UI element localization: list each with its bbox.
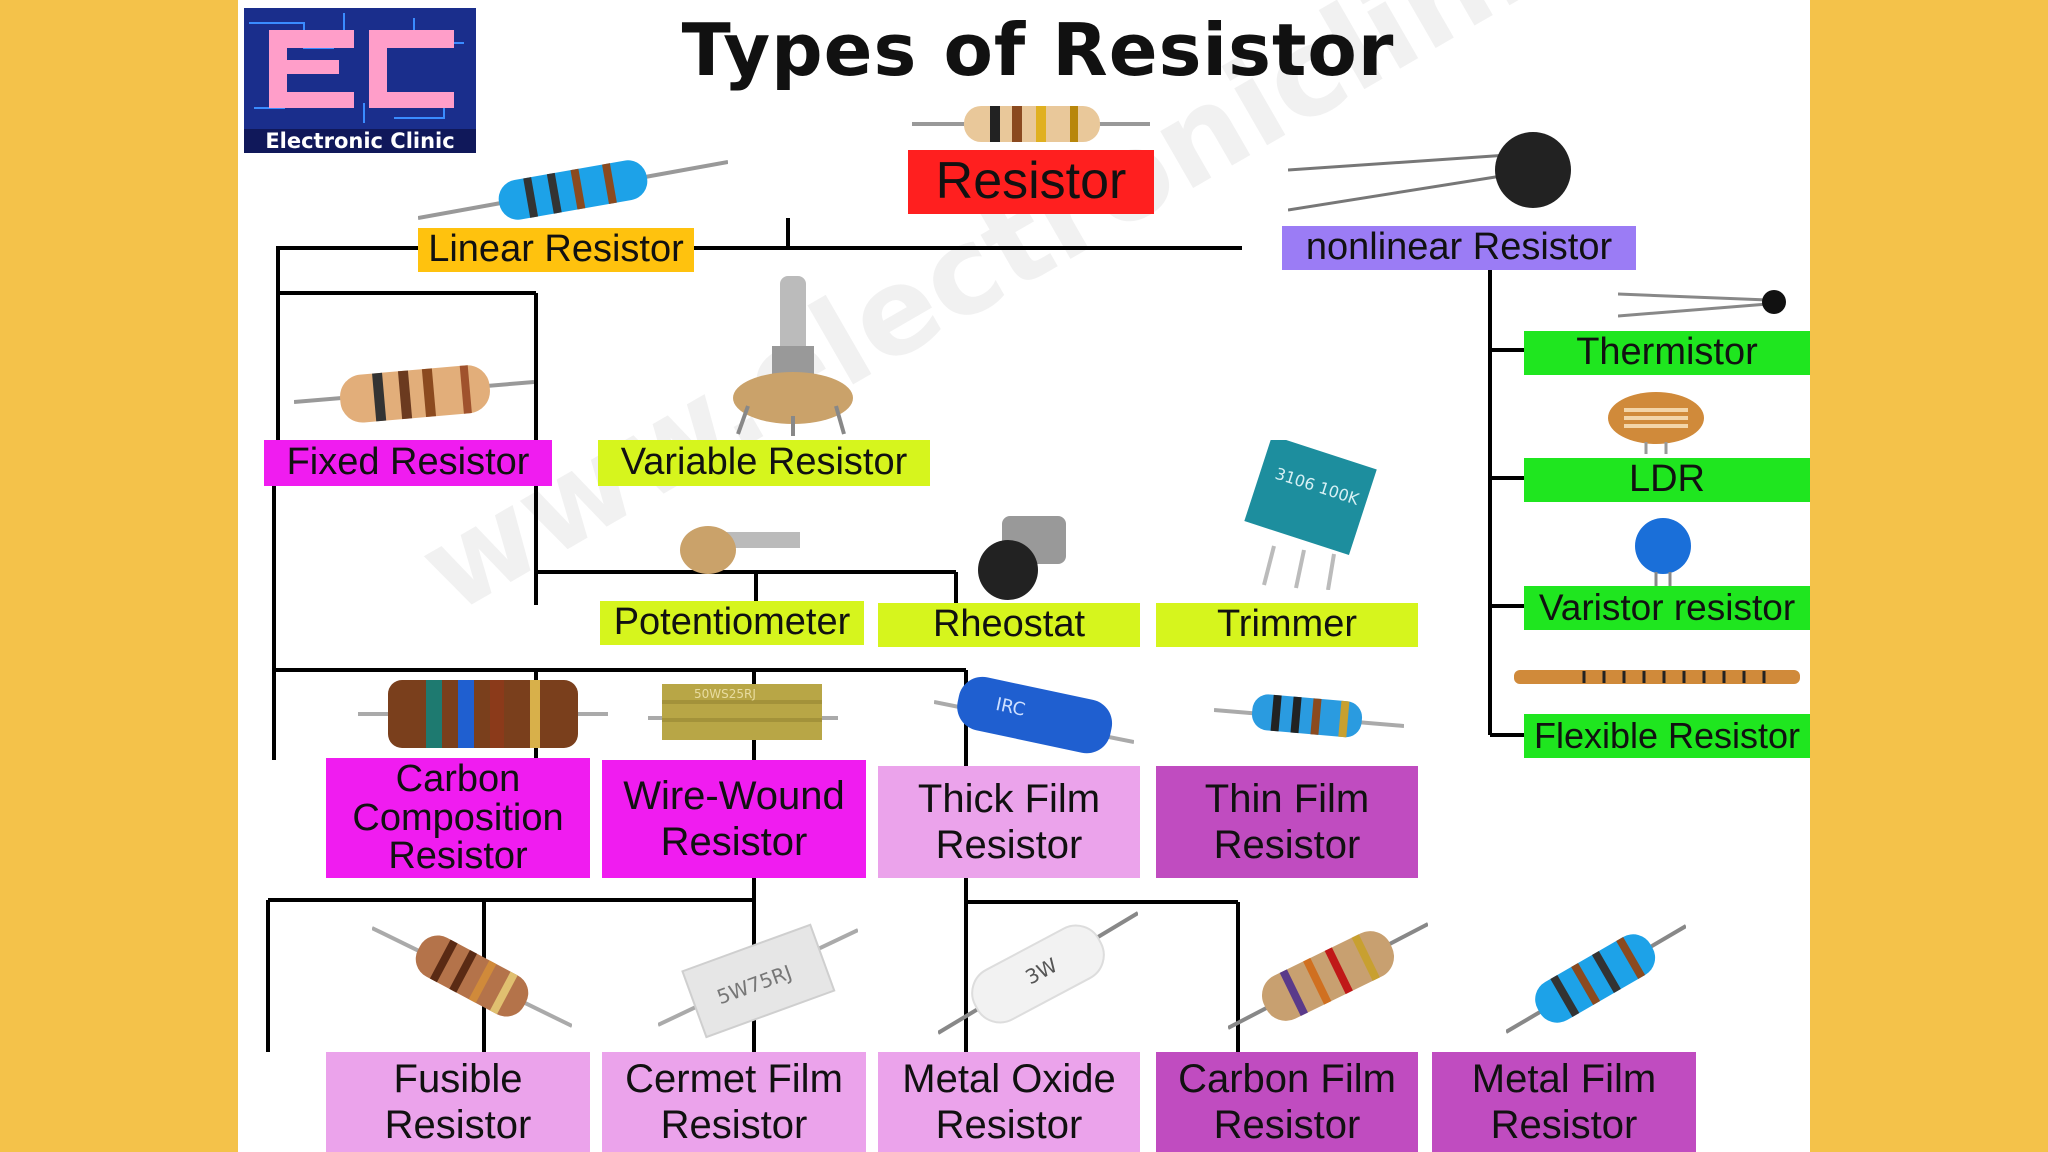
trimmer-image-icon: 3106 100K <box>1244 440 1377 590</box>
carbon-film-line-1: Carbon Film <box>1178 1057 1396 1101</box>
node-variable-resistor: Variable Resistor <box>598 440 930 486</box>
thin-film-line-2: Resistor <box>1213 823 1361 867</box>
thin-film-line-1: Thin Film <box>1204 777 1370 821</box>
node-linear-resistor-label: Linear Resistor <box>428 228 684 271</box>
rheostat-image-icon <box>978 516 1066 600</box>
node-ldr: LDR <box>1524 458 1810 502</box>
thick-film-line-2: Resistor <box>935 823 1083 867</box>
node-varistor-resistor: Varistor resistor <box>1524 586 1810 630</box>
node-carbon-film-resistor: Carbon Film Resistor <box>1156 1052 1418 1152</box>
fusible-line-2: Resistor <box>384 1103 532 1147</box>
node-flexible-resistor-label: Flexible Resistor <box>1533 715 1801 757</box>
carbon-composition-line-2: Composition <box>352 796 564 839</box>
node-potentiometer: Potentiometer <box>600 601 864 645</box>
node-nonlinear-resistor-label: nonlinear Resistor <box>1305 226 1613 269</box>
flexible-resistor-image-icon <box>1514 670 1800 684</box>
carbon-composition-line-1: Carbon <box>395 757 521 800</box>
node-fusible-resistor: Fusible Resistor <box>326 1052 590 1152</box>
node-trimmer-label: Trimmer <box>1217 603 1357 646</box>
node-metal-oxide-resistor: Metal Oxide Resistor <box>878 1052 1140 1152</box>
node-thin-film-resistor: Thin Film Resistor <box>1156 766 1418 878</box>
node-metal-film-resistor: Metal Film Resistor <box>1432 1052 1696 1152</box>
node-carbon-composition-resistor: Carbon Composition Resistor <box>326 758 590 878</box>
wire-wound-line-2: Resistor <box>660 820 808 864</box>
nonlinear-resistor-image-icon <box>1288 132 1571 212</box>
cermet-film-image-icon: 5W75RJ <box>658 923 858 1039</box>
node-fixed-resistor: Fixed Resistor <box>264 440 552 486</box>
cermet-film-line-1: Cermet Film <box>625 1057 843 1101</box>
wire-wound-line-1: Wire-Wound <box>623 774 845 818</box>
wire-wound-image-icon: 50WS25RJ <box>648 684 838 740</box>
node-thermistor-label: Thermistor <box>1576 331 1758 374</box>
potentiometer-image-icon <box>680 526 800 574</box>
metal-oxide-line-1: Metal Oxide <box>902 1057 1116 1101</box>
circuit-board-logo-icon <box>244 8 476 129</box>
diagram-canvas: www.electroniclinic.com <box>238 0 1810 1152</box>
node-rheostat-label: Rheostat <box>932 603 1086 646</box>
node-thick-film-resistor: Thick Film Resistor <box>878 766 1140 878</box>
thin-film-image-icon <box>1214 694 1404 738</box>
varistor-image-icon <box>1635 518 1691 586</box>
page-title: Types of Resistor <box>681 8 1395 92</box>
wire-wound-print-text: 50WS25RJ <box>694 687 756 701</box>
brand-logo: Electronic Clinic <box>244 8 476 153</box>
node-nonlinear-resistor: nonlinear Resistor <box>1282 226 1636 270</box>
node-resistor-label: Resistor <box>935 152 1127 211</box>
metal-oxide-line-2: Resistor <box>935 1103 1083 1147</box>
ldr-image-icon <box>1608 392 1704 454</box>
carbon-composition-image-icon <box>358 680 608 748</box>
metal-film-image-icon <box>1506 924 1686 1034</box>
carbon-film-line-2: Resistor <box>1213 1103 1361 1147</box>
node-variable-resistor-label: Variable Resistor <box>620 441 908 484</box>
thick-film-line-1: Thick Film <box>917 777 1101 821</box>
metal-film-line-2: Resistor <box>1490 1103 1638 1147</box>
carbon-composition-line-3: Resistor <box>388 835 528 878</box>
variable-resistor-image-icon <box>733 276 853 436</box>
fusible-line-1: Fusible <box>393 1057 523 1101</box>
node-ldr-label: LDR <box>1628 458 1706 501</box>
node-linear-resistor: Linear Resistor <box>418 228 694 272</box>
thick-film-image-icon: IRC <box>934 676 1134 754</box>
node-wire-wound-resistor: Wire-Wound Resistor <box>602 760 866 878</box>
node-thermistor: Thermistor <box>1524 331 1810 375</box>
node-fixed-resistor-label: Fixed Resistor <box>286 441 530 484</box>
node-resistor: Resistor <box>908 150 1154 214</box>
cermet-film-line-2: Resistor <box>660 1103 808 1147</box>
linear-resistor-image-icon <box>418 160 728 220</box>
node-trimmer: Trimmer <box>1156 603 1418 647</box>
node-flexible-resistor: Flexible Resistor <box>1524 714 1810 758</box>
metal-oxide-image-icon: 3W <box>938 911 1138 1035</box>
carbon-film-image-icon <box>1228 922 1428 1030</box>
metal-film-line-1: Metal Film <box>1471 1057 1657 1101</box>
node-cermet-film-resistor: Cermet Film Resistor <box>602 1052 866 1152</box>
fixed-resistor-image-icon <box>294 365 534 423</box>
fusible-image-icon <box>372 926 572 1028</box>
node-potentiometer-label: Potentiometer <box>613 601 851 644</box>
node-varistor-resistor-label: Varistor resistor <box>1538 586 1796 628</box>
node-rheostat: Rheostat <box>878 603 1140 647</box>
thermistor-image-icon <box>1618 290 1786 318</box>
resistor-image-icon <box>912 106 1150 142</box>
brand-logo-text: Electronic Clinic <box>244 129 476 153</box>
